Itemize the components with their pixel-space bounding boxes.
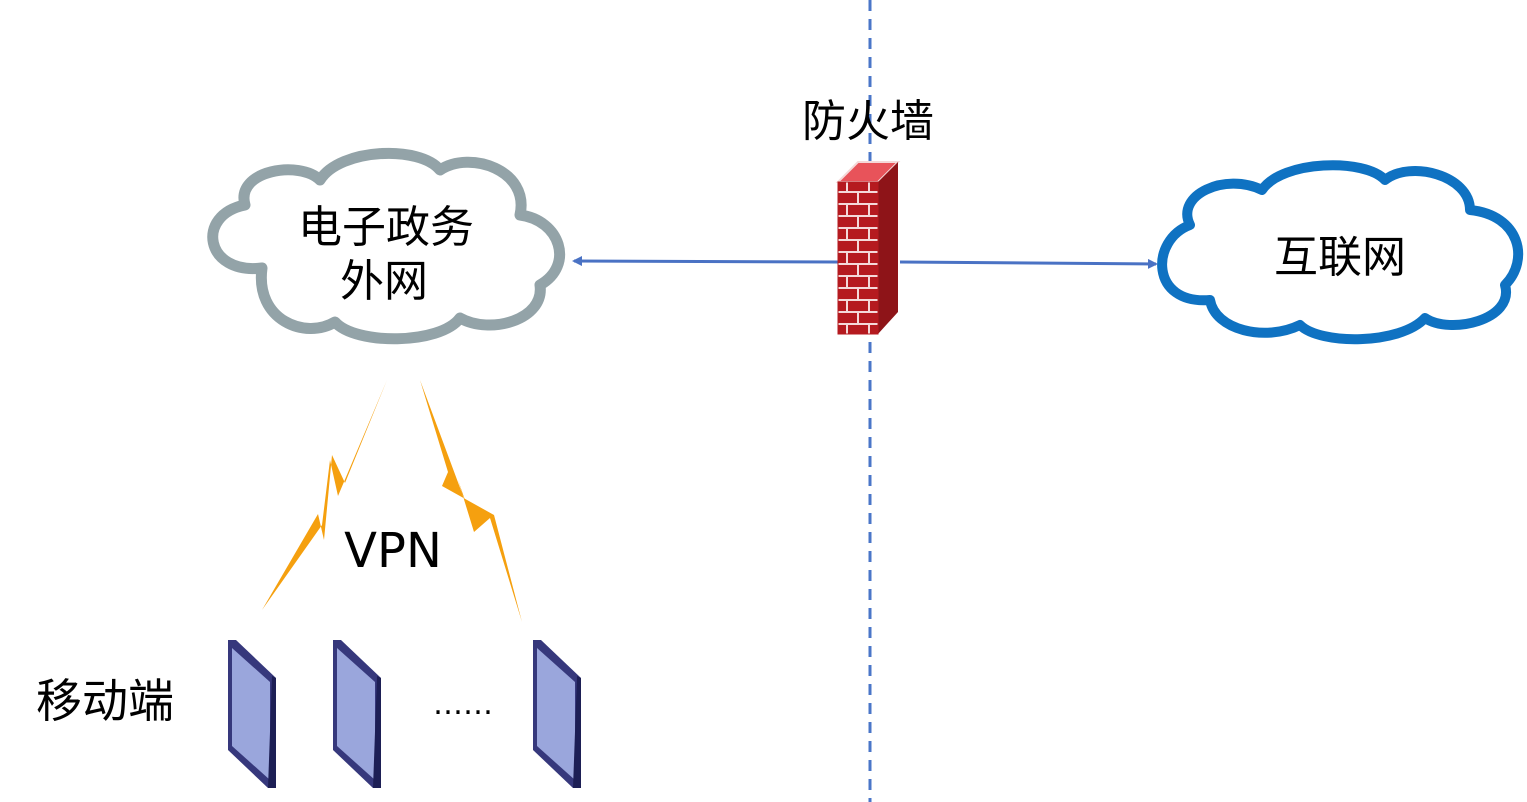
vpn-links: VPN [262,380,522,622]
lightning-bolt-icon [420,380,522,622]
gov-extranet-cloud: 电子政务 外网 [207,147,566,345]
internet-cloud: 互联网 [1157,160,1524,345]
mobile-device-icon [333,640,381,788]
firewall-to-gov-arrow [572,256,839,267]
gov-extranet-label-line1: 电子政务 [298,202,474,253]
firewall-icon [835,161,901,335]
cloud-icon [1157,160,1524,345]
firewall-to-internet-arrow [899,258,1158,269]
firewall: 防火墙 [802,96,934,335]
mobile-device-icon [533,640,581,788]
internet-label: 互联网 [1274,232,1406,283]
mobile-device-icon [228,640,276,788]
cloud-icon [207,147,566,345]
more-devices-ellipsis: …… [433,687,493,722]
vpn-label: VPN [344,523,442,579]
mobile-devices: 移动端 …… [36,640,581,788]
gov-extranet-label-line2: 外网 [340,256,428,307]
firewall-label: 防火墙 [802,96,934,147]
mobile-label: 移动端 [36,674,174,728]
